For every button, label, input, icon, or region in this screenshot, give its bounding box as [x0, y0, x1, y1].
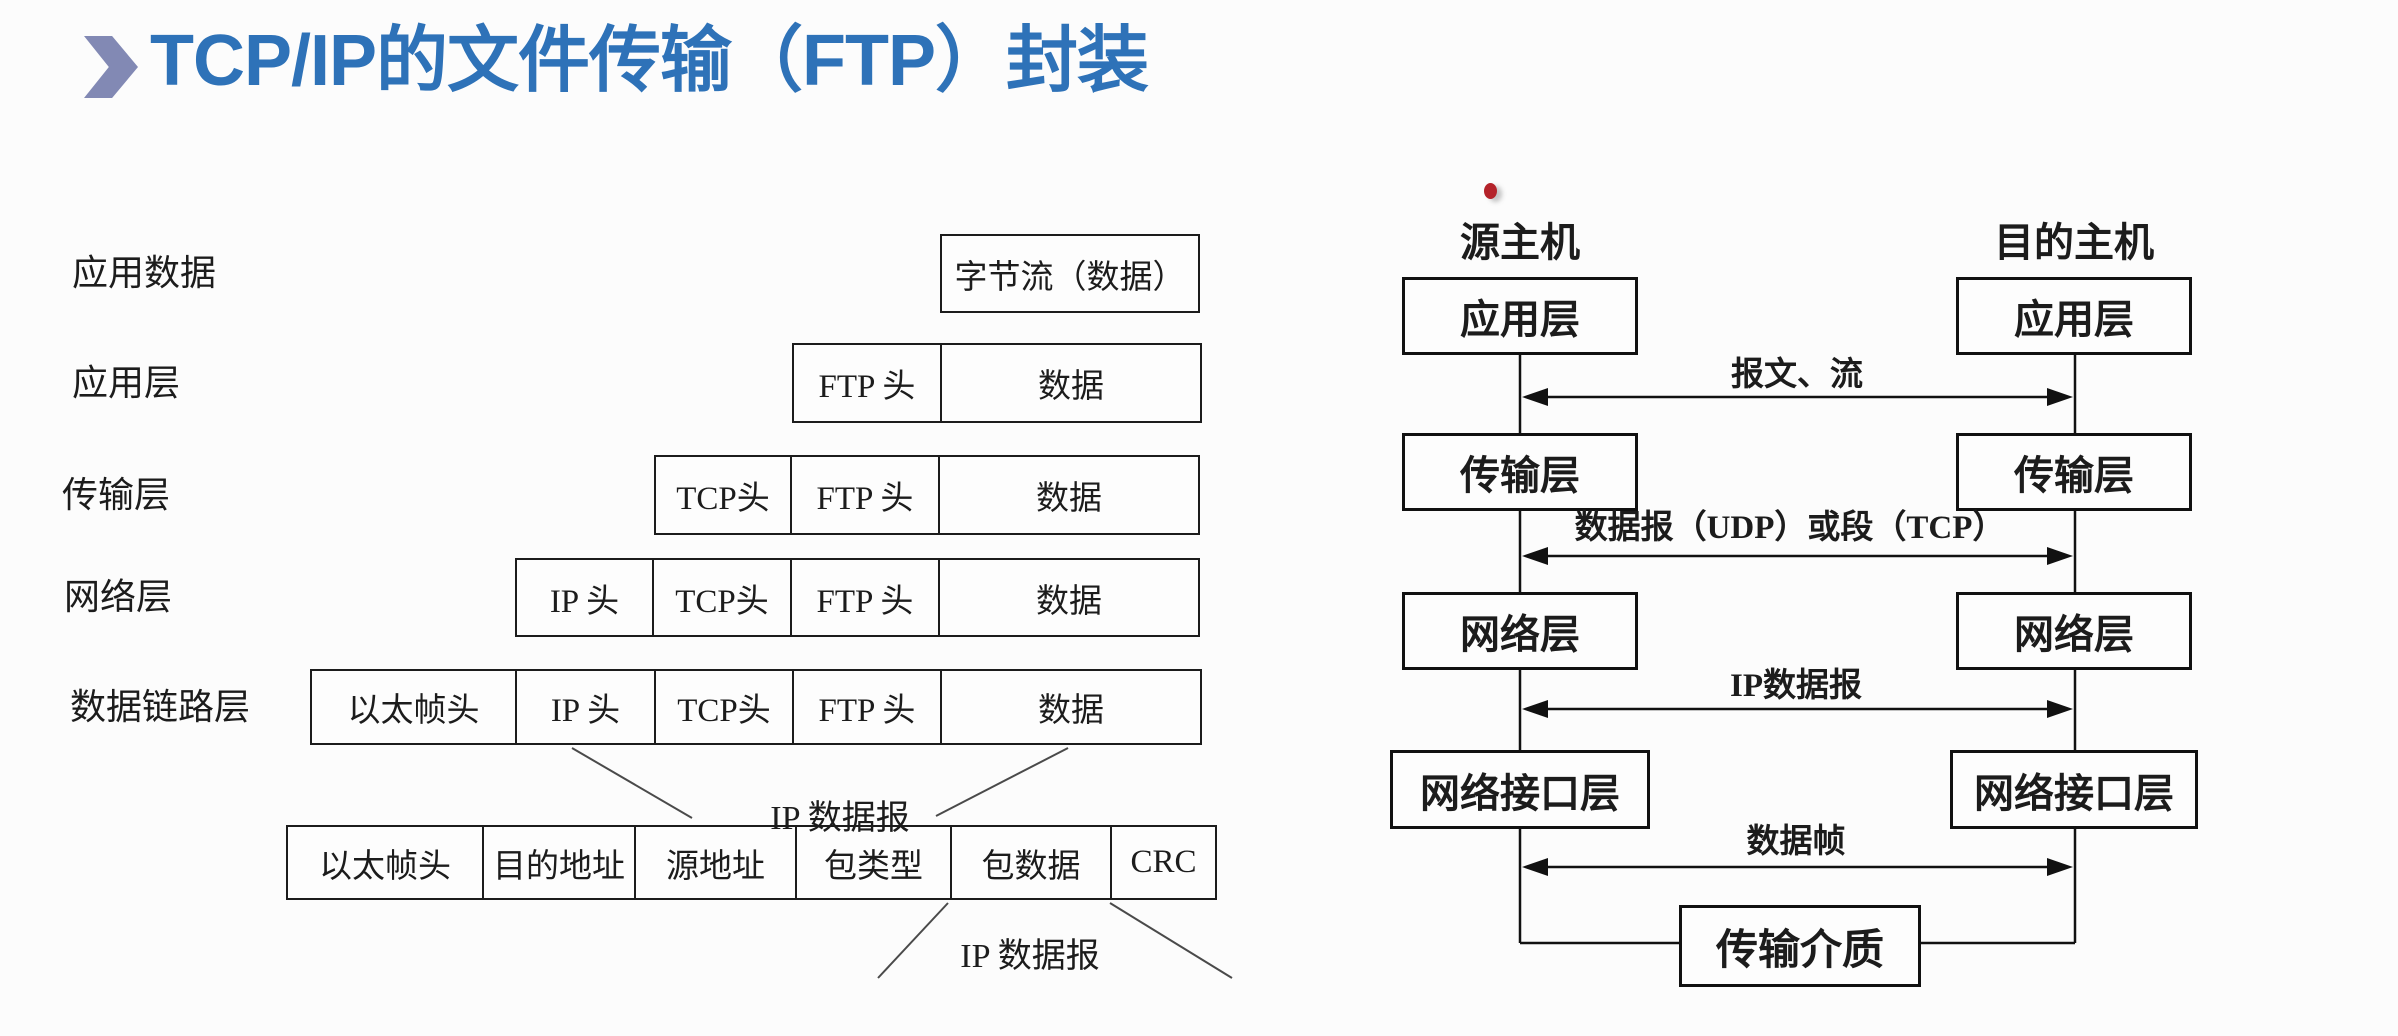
- cell-data: 数据: [938, 455, 1200, 535]
- encap-row-application: FTP 头 数据: [792, 343, 1202, 423]
- link-label-datagram-segment: 数据报（UDP）或段（TCP）: [1574, 510, 2006, 546]
- box-netif-right: 网络接口层: [1950, 750, 2198, 829]
- box-netif-left: 网络接口层: [1390, 750, 1650, 829]
- cell-dest-address: 目的地址: [482, 825, 636, 900]
- arrow-head-left: [1522, 547, 1548, 565]
- box-network-left: 网络层: [1402, 592, 1638, 670]
- layer-label-transport: 传输层: [62, 475, 171, 515]
- arrow-ip-datagram: [1522, 700, 2073, 718]
- cell-ftp-header: FTP 头: [792, 669, 942, 745]
- cell-ethernet-header: 以太帧头: [310, 669, 517, 745]
- cell-packet-type: 包类型: [795, 825, 952, 900]
- cell-src-address: 源地址: [634, 825, 797, 900]
- cell-data: 数据: [940, 669, 1202, 745]
- arrow-data-frame: [1522, 858, 2073, 876]
- cell-tcp-header: TCP头: [652, 558, 792, 637]
- cell-tcp-header: TCP头: [654, 669, 794, 745]
- box-transport-right: 传输层: [1956, 433, 2192, 511]
- source-host-label: 源主机: [1460, 220, 1580, 265]
- cell-data: 数据: [940, 343, 1202, 423]
- box-transmission-medium: 传输介质: [1679, 905, 1921, 987]
- layer-label-datalink: 数据链路层: [70, 687, 251, 727]
- box-network-right: 网络层: [1956, 592, 2192, 670]
- arrow-head-left: [1522, 388, 1548, 406]
- cell-data: 数据: [938, 558, 1200, 637]
- box-application-left: 应用层: [1402, 277, 1638, 355]
- cell-tcp-header: TCP头: [654, 455, 792, 535]
- encap-row-transport: TCP头 FTP 头 数据: [654, 455, 1200, 535]
- arrow-message-stream: [1522, 388, 2073, 406]
- box-transport-left: 传输层: [1402, 433, 1638, 511]
- cell-ip-header: IP 头: [515, 558, 654, 637]
- encap-row-datalink: 以太帧头 IP 头 TCP头 FTP 头 数据: [310, 669, 1202, 745]
- layer-label-application: 应用层: [72, 363, 181, 403]
- layer-label-app-data: 应用数据: [72, 253, 217, 293]
- arrow-head-right: [2047, 547, 2073, 565]
- link-label-data-frame: 数据帧: [1746, 824, 1846, 860]
- ip-datagram-label-lower: IP 数据报: [960, 938, 1100, 975]
- arrow-head-right: [2047, 388, 2073, 406]
- cell-ftp-header: FTP 头: [790, 558, 940, 637]
- cell-ftp-header: FTP 头: [792, 343, 942, 423]
- cell-ftp-header: FTP 头: [790, 455, 940, 535]
- ip-datagram-upper-right-line: [935, 747, 1069, 817]
- box-application-right: 应用层: [1956, 277, 2192, 355]
- destination-host-label: 目的主机: [1994, 220, 2154, 265]
- cell-byte-stream: 字节流（数据）: [940, 234, 1200, 313]
- page-title: TCP/IP的文件传输（FTP）封装: [150, 21, 1149, 101]
- frame-detail-row: 以太帧头 目的地址 源地址 包类型 包数据 CRC: [286, 825, 1217, 900]
- arrow-head-left: [1522, 858, 1548, 876]
- encap-row-network: IP 头 TCP头 FTP 头 数据: [515, 558, 1200, 637]
- cell-ip-header: IP 头: [515, 669, 656, 745]
- ip-datagram-label-upper: IP 数据报: [770, 800, 910, 837]
- arrow-head-left: [1522, 700, 1548, 718]
- ip-datagram-lower-left-line: [877, 902, 949, 979]
- link-label-ip-datagram: IP数据报: [1730, 668, 1862, 704]
- ip-datagram-upper-left-line: [571, 747, 693, 819]
- red-pointer-dot: [1484, 183, 1497, 199]
- layer-label-network: 网络层: [64, 577, 173, 617]
- cell-ethernet-header: 以太帧头: [286, 825, 484, 900]
- arrow-head-right: [2047, 858, 2073, 876]
- ip-datagram-lower-right-line: [1109, 902, 1233, 979]
- link-label-message-stream: 报文、流: [1731, 357, 1863, 393]
- encap-row-app-data: 字节流（数据）: [940, 234, 1200, 313]
- cell-packet-data: 包数据: [950, 825, 1112, 900]
- cell-crc: CRC: [1110, 825, 1217, 900]
- arrow-datagram-segment: [1522, 547, 2073, 565]
- arrow-head-right: [2047, 700, 2073, 718]
